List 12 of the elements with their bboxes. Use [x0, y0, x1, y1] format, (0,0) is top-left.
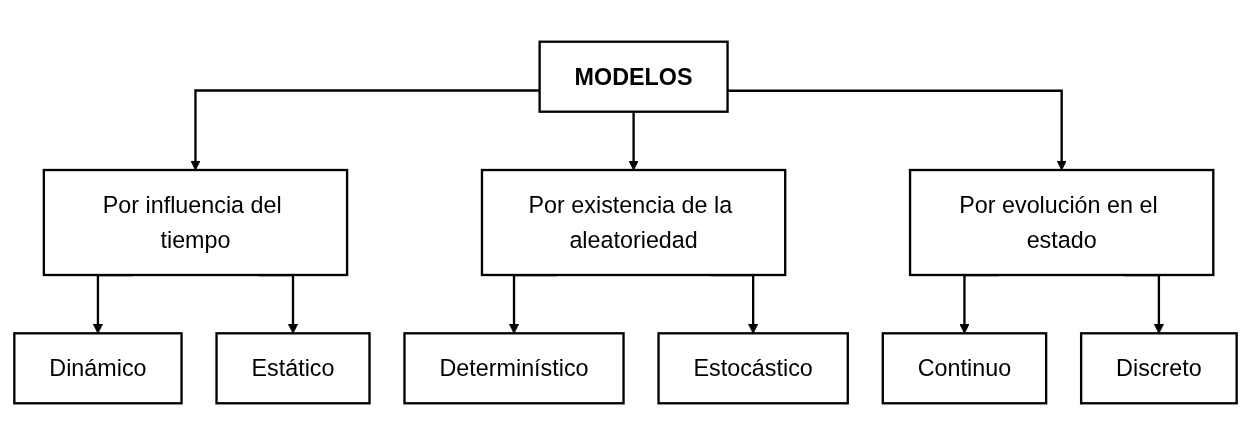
node-box: Por existencia de la aleatoriedad [480, 168, 787, 277]
node-box: Por evolución en el estado [908, 168, 1215, 277]
node-box: Estocástico [657, 332, 849, 405]
node-box: Determinístico [403, 332, 625, 405]
node-box: Por influencia del tiempo [42, 168, 349, 277]
node-box: Dinámico [13, 332, 183, 405]
node-box: Continuo [881, 332, 1048, 405]
arrow [190, 89, 540, 171]
node-box: Discreto [1079, 332, 1238, 405]
node-box: Estático [215, 332, 371, 405]
node-box: MODELOS [538, 40, 729, 113]
arrow [727, 89, 1067, 171]
